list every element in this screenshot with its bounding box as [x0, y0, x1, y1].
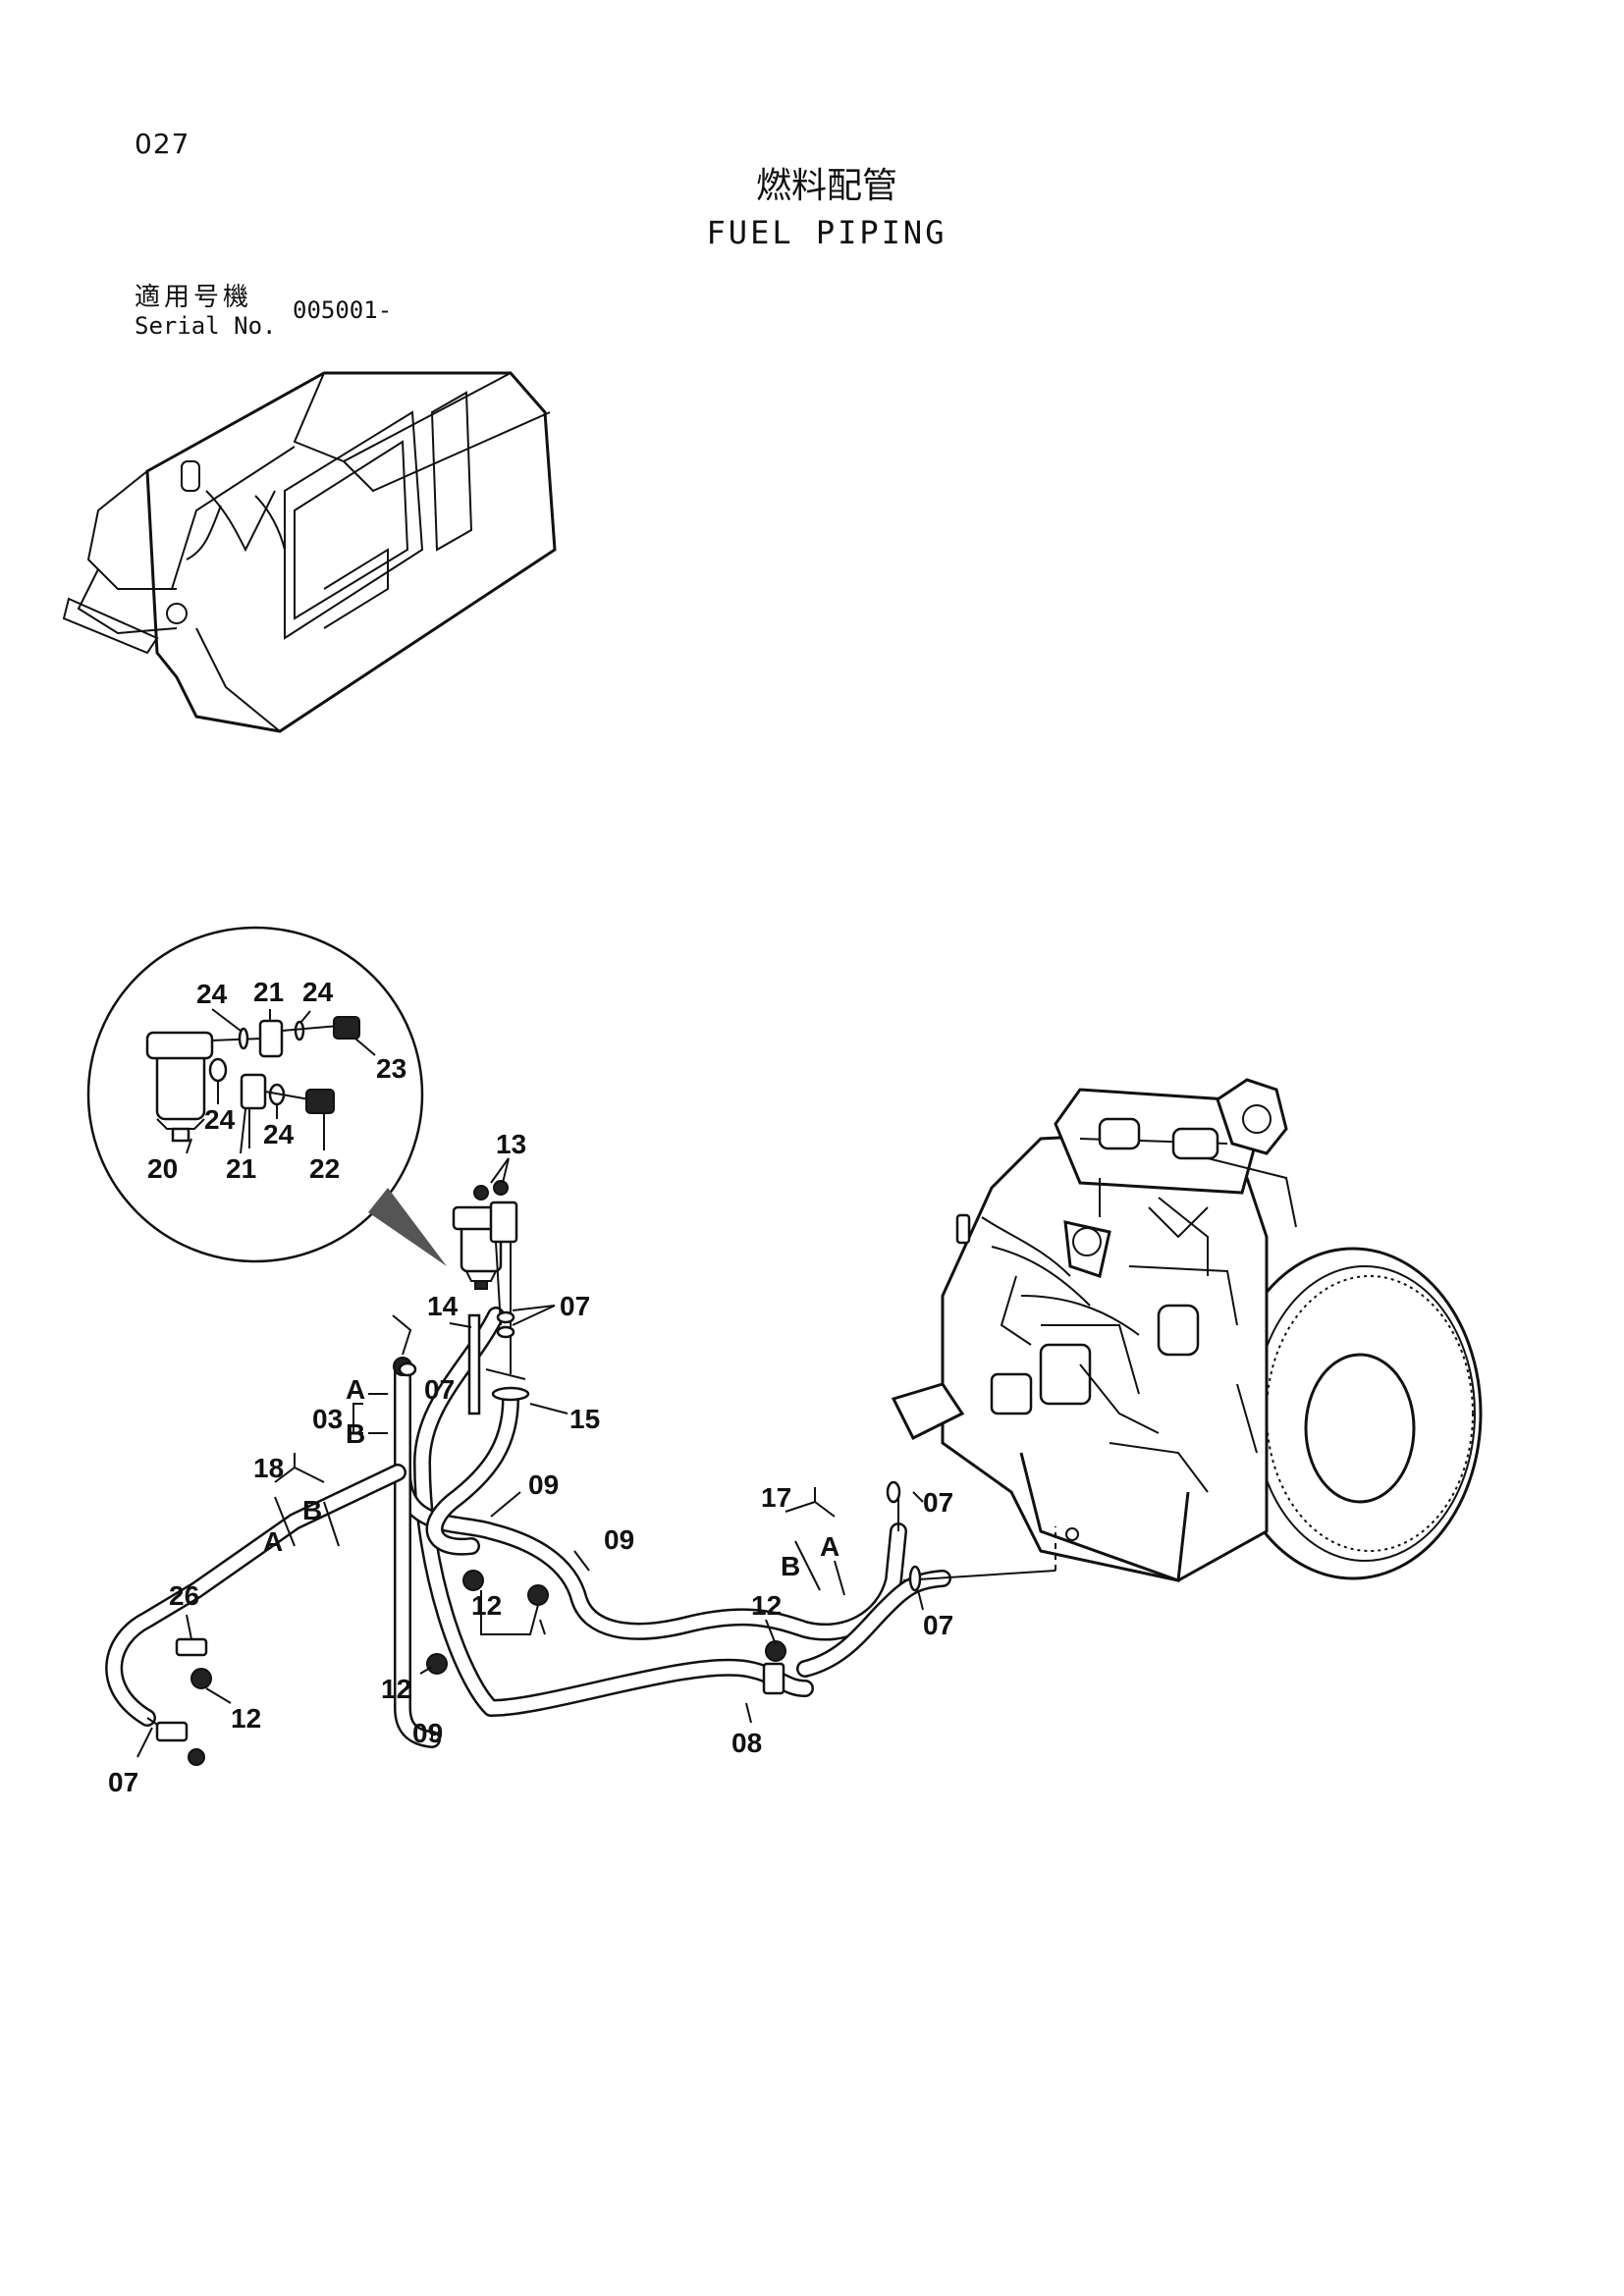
- fuel-hoses: [105, 1307, 1056, 1748]
- washer-24-upper-right: [294, 1020, 305, 1041]
- fuel-filter-20: [145, 1031, 214, 1143]
- callout-07: 07: [108, 1767, 138, 1797]
- callout-09: 09: [604, 1524, 634, 1555]
- callout-12: 12: [471, 1590, 502, 1621]
- callout-18-a: A: [263, 1526, 283, 1557]
- washer-24-upper-left: [238, 1027, 249, 1050]
- fitting-21-upper: [258, 1019, 284, 1058]
- callout-labels: 13 14 07 07 03 A B 15 18 A B 09 09 12 17…: [108, 1129, 953, 1797]
- callout-26: 26: [169, 1580, 199, 1611]
- callout-20: 20: [147, 1153, 178, 1184]
- callout-15: 15: [569, 1404, 600, 1434]
- page-title-en: FUEL PIPING: [706, 214, 947, 251]
- callout-03: 03: [312, 1404, 343, 1434]
- serial-number-value: 005001-: [293, 296, 393, 324]
- serial-label-jp: 適用号機: [135, 283, 253, 312]
- fuel-filter-assembly: [452, 1180, 530, 1415]
- callout-24: 24: [196, 979, 228, 1009]
- leader-lines: [136, 1157, 924, 1758]
- callout-07: 07: [560, 1291, 590, 1321]
- callout-21: 21: [253, 977, 284, 1007]
- bolt-22: [305, 1089, 335, 1114]
- callout-07: 07: [923, 1610, 953, 1640]
- serial-label-en: Serial No.: [135, 312, 277, 340]
- callout-14: 14: [427, 1291, 459, 1321]
- callout-03-b: B: [346, 1418, 365, 1449]
- page-title-jp: 燃料配管: [755, 166, 897, 206]
- callout-12: 12: [381, 1674, 411, 1704]
- engine-assembly: [891, 1078, 1483, 1583]
- callout-09: 09: [528, 1469, 559, 1500]
- washer-24-lower-left: [208, 1057, 228, 1083]
- callout-17: 17: [761, 1482, 791, 1513]
- fitting-21-lower: [240, 1073, 267, 1110]
- callout-13: 13: [496, 1129, 526, 1159]
- callout-17-b: B: [781, 1551, 800, 1581]
- callout-17-a: A: [820, 1531, 839, 1562]
- callout-07: 07: [923, 1487, 953, 1518]
- callout-18-b: B: [302, 1495, 322, 1525]
- bolt-23: [333, 1016, 360, 1040]
- callout-08: 08: [731, 1728, 762, 1758]
- callout-24: 24: [302, 977, 334, 1007]
- callout-24: 24: [263, 1119, 295, 1149]
- callout-24: 24: [204, 1104, 236, 1135]
- fuel-filter-detail-view: 24 21 24 23 24 24 20 21 22: [86, 926, 447, 1266]
- callout-07: 07: [424, 1374, 455, 1405]
- clamps-and-fasteners: [146, 1314, 922, 1766]
- callout-03-a: A: [346, 1374, 365, 1405]
- callout-12: 12: [231, 1703, 261, 1734]
- callout-21: 21: [226, 1153, 256, 1184]
- page-number: 027: [135, 128, 190, 160]
- callout-12: 12: [751, 1590, 782, 1621]
- callout-09: 09: [412, 1718, 443, 1748]
- callout-23: 23: [376, 1053, 406, 1084]
- callout-18: 18: [253, 1453, 284, 1483]
- callout-22: 22: [309, 1153, 340, 1184]
- excavator-locator-sketch: [62, 371, 557, 733]
